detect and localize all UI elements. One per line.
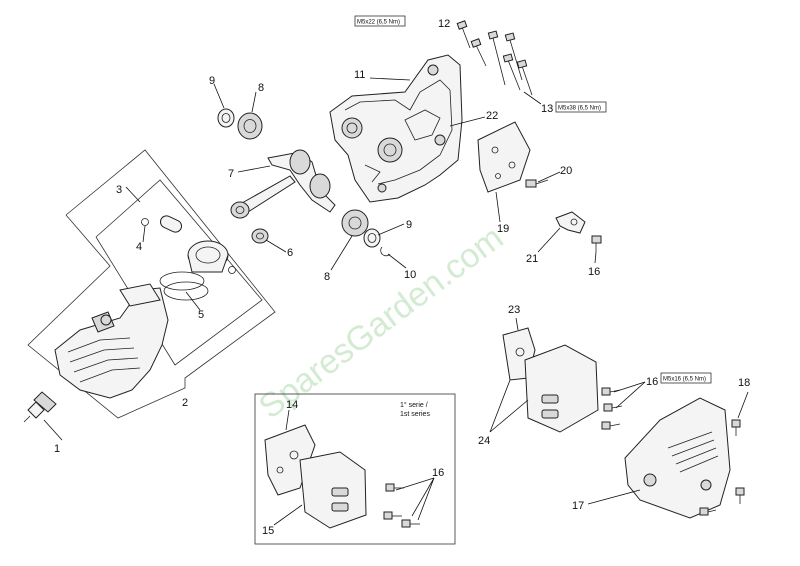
callout-20: 20 bbox=[560, 165, 572, 177]
svg-text:M5x16 (6,5 Nm): M5x16 (6,5 Nm) bbox=[663, 377, 706, 383]
callout-9-upper: 9 bbox=[209, 75, 215, 87]
leader-lines bbox=[43, 77, 749, 526]
group-bracket-2 bbox=[27, 149, 276, 419]
crankshaft-part bbox=[230, 149, 336, 219]
spark-plug-part bbox=[23, 391, 57, 423]
screws-part-16-right bbox=[601, 387, 623, 430]
callout-1: 1 bbox=[54, 443, 60, 455]
plate-part-19 bbox=[477, 121, 531, 193]
bolts-m5x22 bbox=[456, 20, 487, 67]
callout-6: 6 bbox=[287, 247, 293, 259]
callout-14: 14 bbox=[286, 399, 298, 411]
torque-spec-m5x22: M5x22 (6,5 Nm) bbox=[354, 15, 406, 27]
muffler-cover-part-17 bbox=[624, 397, 731, 519]
first-series-box: 1° serie / 1st series bbox=[254, 393, 456, 545]
svg-text:M5x22 (6,5 Nm): M5x22 (6,5 Nm) bbox=[357, 20, 400, 26]
callout-2: 2 bbox=[182, 397, 188, 409]
seal-part-9-upper bbox=[217, 108, 235, 128]
torque-spec-m5x38: M5x38 (6,5 Nm) bbox=[555, 101, 607, 113]
callout-4: 4 bbox=[136, 241, 142, 253]
callout-5: 5 bbox=[198, 309, 204, 321]
needle-bearing-part-6 bbox=[251, 228, 269, 244]
callout-13: 13 bbox=[541, 103, 553, 115]
series-note-line1: 1° serie / bbox=[400, 401, 428, 409]
piston-part bbox=[187, 240, 229, 273]
muffler-part-15 bbox=[299, 451, 367, 529]
bracket-part-21 bbox=[555, 211, 586, 234]
callout-7: 7 bbox=[228, 168, 234, 180]
callout-11: 11 bbox=[354, 69, 365, 81]
screw-part-20 bbox=[525, 179, 549, 188]
screws-part-18 bbox=[699, 419, 745, 516]
piston-pin-part-4 bbox=[159, 215, 183, 233]
callout-3: 3 bbox=[116, 184, 122, 196]
callout-21: 21 bbox=[526, 253, 538, 265]
callout-10: 10 bbox=[404, 269, 416, 281]
callout-17: 17 bbox=[572, 500, 584, 512]
callout-19: 19 bbox=[497, 223, 509, 235]
piston-circlip-part bbox=[141, 218, 236, 274]
callout-15: 15 bbox=[262, 525, 274, 537]
callout-9-lower: 9 bbox=[406, 219, 412, 231]
torque-spec-m5x16: M5x16 (6,5 Nm) bbox=[660, 372, 712, 384]
screw-part-16-upper bbox=[591, 235, 602, 252]
bearing-part-8-lower bbox=[341, 209, 369, 237]
seal-part-9-lower bbox=[363, 228, 381, 248]
bolts-m5x38 bbox=[487, 30, 533, 96]
callout-23: 23 bbox=[508, 304, 520, 316]
callout-16-box: 16 bbox=[432, 467, 444, 479]
screws-part-16-box bbox=[383, 483, 420, 528]
callout-8-upper: 8 bbox=[258, 82, 264, 94]
bearing-part-8-upper bbox=[237, 112, 263, 140]
callout-18: 18 bbox=[738, 377, 750, 389]
callout-12: 12 bbox=[438, 18, 450, 30]
series-note-line2: 1st series bbox=[400, 411, 430, 418]
muffler-part-24 bbox=[524, 344, 599, 433]
crankcase-part bbox=[329, 54, 463, 203]
cylinder-part bbox=[54, 283, 169, 399]
callout-16-upper: 16 bbox=[588, 266, 600, 278]
callout-16-right: 16 bbox=[646, 376, 658, 388]
svg-text:M5x38 (6,5 Nm): M5x38 (6,5 Nm) bbox=[558, 106, 601, 112]
callout-8-lower: 8 bbox=[324, 271, 330, 283]
callout-22: 22 bbox=[486, 110, 498, 122]
piston-rings-part-5 bbox=[159, 271, 209, 301]
callout-24: 24 bbox=[478, 435, 490, 447]
callouts: 1 2 3 4 5 6 7 8 9 8 9 10 11 12 13 14 15 … bbox=[54, 18, 750, 537]
